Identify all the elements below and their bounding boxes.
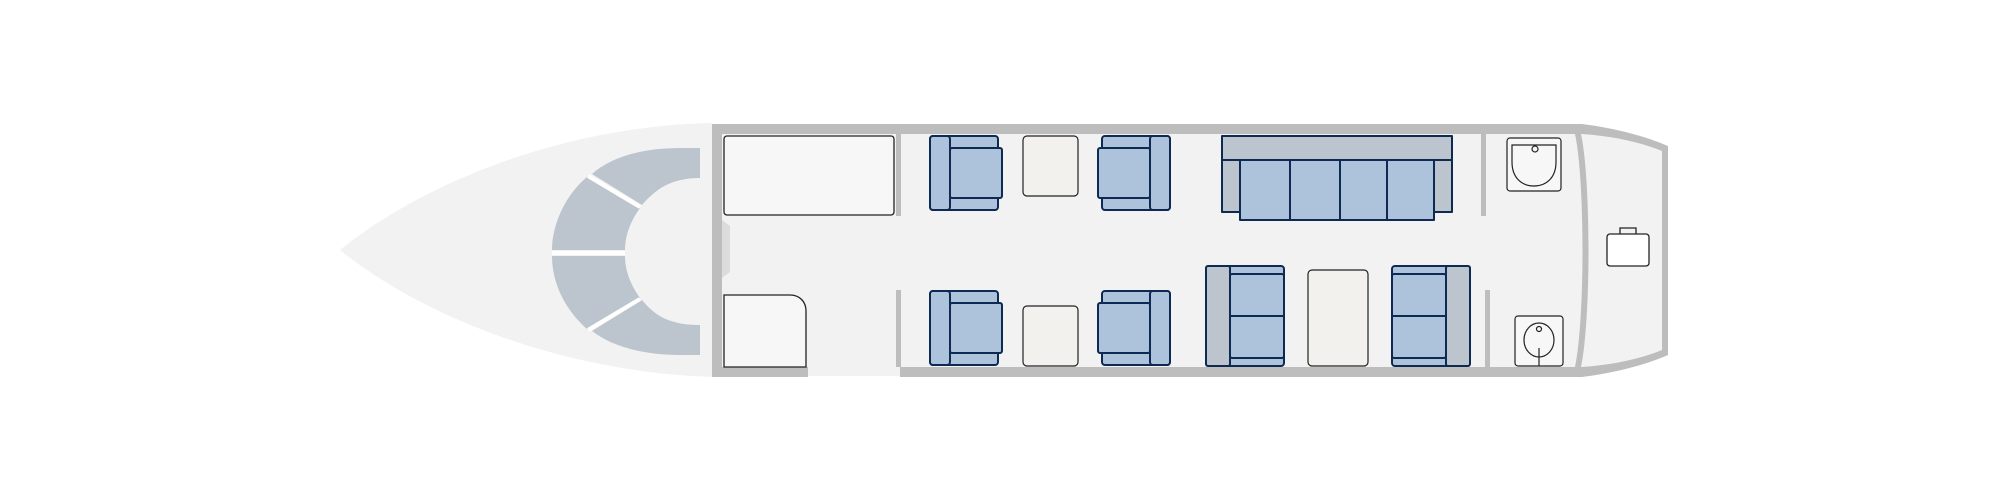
partition-aft-upper: [1481, 134, 1486, 216]
partition-aft-lower: [1485, 290, 1490, 367]
club-seat-icon: [1391, 265, 1471, 367]
partition-left-upper: [896, 134, 901, 216]
cockpit-seat-icon: [592, 300, 700, 355]
table-icon: [1307, 269, 1369, 367]
aft-pressure-bulkhead: [1662, 146, 1668, 354]
aft-fuselage-bottom: [1572, 347, 1668, 377]
cabinet-icon: [723, 135, 895, 216]
club-seating-forward: [929, 135, 1171, 366]
top-wall: [712, 124, 1572, 134]
divan-icon: [1221, 135, 1453, 221]
cockpit-seat-divider: [586, 174, 642, 209]
bottom-wall-forward: [712, 367, 808, 377]
cockpit-seat-divider: [586, 297, 642, 332]
club-seat-icon: [929, 290, 1003, 366]
table-icon: [1022, 135, 1079, 197]
club-seating-aft: [1205, 265, 1471, 367]
sink-icon: [1506, 137, 1562, 192]
club-seat-icon: [1097, 135, 1171, 211]
club-seat-icon: [1097, 290, 1171, 366]
club-seat-icon: [929, 135, 1003, 211]
galley-icon: [723, 294, 807, 368]
bottom-wall-main: [900, 367, 1572, 377]
cockpit-seat-icon: [592, 148, 700, 205]
partition-left-lower: [896, 290, 901, 367]
aft-fuselage-top: [1572, 124, 1668, 154]
cockpit-door: [722, 220, 730, 278]
lavatory-icon: [1514, 315, 1564, 367]
table-icon: [1022, 305, 1079, 367]
baggage-partition: [1575, 134, 1589, 367]
baggage-icon: [1606, 227, 1650, 267]
fuselage-walls: [712, 124, 1668, 377]
club-seat-icon: [1205, 265, 1285, 367]
cockpit-seats: [552, 148, 700, 355]
cockpit-bulkhead: [712, 124, 722, 377]
